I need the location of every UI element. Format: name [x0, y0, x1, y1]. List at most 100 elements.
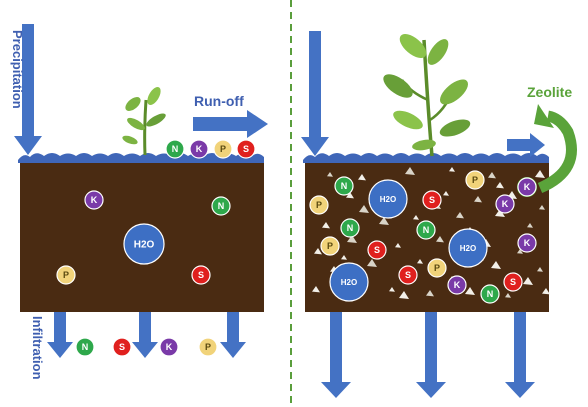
nutrient-n: N: [480, 284, 500, 304]
nutrient-label: P: [316, 200, 322, 210]
nutrient-p: P: [320, 236, 340, 256]
zeolite-particle: [395, 243, 401, 248]
zeolite-particle: [527, 223, 533, 228]
nutrient-label: S: [405, 270, 411, 280]
zeolite-particle: [496, 182, 504, 189]
zeolite-particle: [322, 222, 330, 229]
precipitation-label: Precipitation: [10, 30, 25, 109]
right-water-surface: [303, 153, 549, 163]
nutrient-label: P: [327, 241, 333, 251]
nutrient-p: P: [198, 337, 218, 357]
nutrient-k: K: [189, 139, 209, 159]
nutrient-k: K: [517, 177, 537, 197]
nutrient-label: N: [82, 342, 89, 352]
nutrient-k: K: [447, 275, 467, 295]
zeolite-label: Zeolite: [527, 84, 572, 100]
nutrient-label: S: [198, 270, 204, 280]
nutrient-p: P: [213, 139, 233, 159]
zeolite-particle: [399, 291, 409, 299]
zeolite-particle: [327, 172, 333, 177]
nutrient-s: S: [422, 190, 442, 210]
nutrient-label: K: [524, 238, 531, 248]
nutrient-label: H2O: [341, 278, 357, 287]
nutrient-p: P: [309, 195, 329, 215]
zeolite-particle: [542, 288, 550, 295]
zeolite-particle: [413, 215, 419, 220]
nutrient-label: P: [205, 342, 211, 352]
zeolite-particle: [449, 167, 455, 172]
zeolite-particle: [535, 170, 545, 178]
nutrient-label: H2O: [460, 244, 476, 253]
zeolite-particle: [505, 293, 511, 298]
zeolite-particle: [537, 267, 543, 272]
zeolite-particle: [488, 172, 496, 179]
zeolite-particle: [443, 191, 449, 196]
nutrient-n: N: [340, 218, 360, 238]
zeolite-particle: [347, 235, 357, 243]
nutrient-label: K: [524, 182, 531, 192]
nutrient-label: P: [472, 175, 478, 185]
water-molecule: H2O: [448, 228, 488, 268]
zeolite-particle: [389, 287, 395, 292]
zeolite-particle: [436, 236, 444, 243]
infiltration-arrow: [47, 312, 73, 358]
precipitation-arrow: [14, 24, 42, 155]
zeolite-particle: [358, 174, 366, 181]
nutrient-label: P: [220, 144, 226, 154]
nutrient-p: P: [427, 258, 447, 278]
nutrient-label: S: [510, 277, 516, 287]
nutrient-p: P: [56, 265, 76, 285]
nutrient-label: K: [91, 195, 98, 205]
nutrient-label: K: [454, 280, 461, 290]
left-infiltration-arrows: [47, 312, 246, 358]
nutrient-p: P: [465, 170, 485, 190]
zeolite-particle: [517, 249, 523, 254]
nutrient-label: S: [429, 195, 435, 205]
nutrient-label: N: [172, 144, 179, 154]
infiltration-arrow: [220, 312, 246, 358]
nutrient-s: S: [398, 265, 418, 285]
nutrient-n: N: [165, 139, 185, 159]
right-plant: [383, 34, 471, 157]
nutrient-label: H2O: [380, 195, 396, 204]
runoff-arrow: [193, 110, 268, 138]
zeolite-particle: [417, 259, 423, 264]
nutrient-s: S: [191, 265, 211, 285]
zeolite-particle: [367, 259, 377, 267]
nutrient-s: S: [236, 139, 256, 159]
zeolite-particle: [426, 290, 434, 297]
nutrient-s: S: [503, 272, 523, 292]
right-drainage-arrows: [321, 312, 535, 398]
drainage-arrow: [416, 312, 446, 398]
zeolite-particle: [491, 261, 501, 269]
nutrient-label: K: [196, 144, 203, 154]
drainage-arrow: [505, 312, 535, 398]
zeolite-particle: [314, 248, 322, 255]
nutrient-k: K: [159, 337, 179, 357]
nutrient-label: N: [341, 181, 348, 191]
zeolite-particle: [456, 212, 464, 219]
nutrient-label: P: [63, 270, 69, 280]
zeolite-particle: [474, 196, 482, 203]
nutrient-label: N: [487, 289, 494, 299]
nutrient-n: N: [334, 176, 354, 196]
nutrient-label: S: [374, 245, 380, 255]
nutrient-n: N: [75, 337, 95, 357]
nutrient-label: H2O: [134, 240, 155, 251]
water-molecule: H2O: [368, 179, 408, 219]
nutrient-label: P: [434, 263, 440, 273]
right-precipitation-arrow: [301, 31, 329, 156]
runoff-label: Run-off: [194, 93, 244, 109]
nutrient-label: K: [166, 342, 173, 352]
drainage-arrow: [321, 312, 351, 398]
zeolite-particle: [379, 217, 389, 225]
nutrient-n: N: [416, 220, 436, 240]
right-runoff-arrow: [507, 133, 545, 157]
